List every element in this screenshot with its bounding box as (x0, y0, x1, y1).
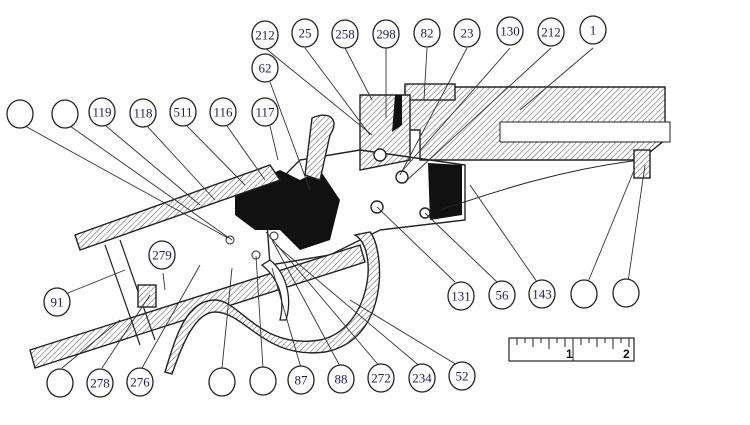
svg-text:118: 118 (133, 106, 152, 121)
trigger-guard-lever (164, 231, 381, 375)
svg-text:56: 56 (496, 288, 510, 303)
callouts: 212 25 258 298 82 23 130 212 1 62 119 11… (6, 15, 640, 398)
hammer-section (235, 170, 340, 250)
callout-276: 276 (126, 367, 154, 397)
upper-tang (74, 164, 282, 251)
svg-text:1: 1 (590, 23, 597, 38)
scale-ruler: 1 2 (508, 337, 635, 362)
svg-text:23: 23 (461, 26, 474, 41)
leader-lines (24, 47, 646, 369)
callout-blank (612, 278, 640, 308)
callout-511: 511 (169, 97, 197, 127)
callout-234: 234 (408, 363, 436, 393)
pin (269, 231, 279, 241)
svg-text:130: 130 (500, 24, 520, 39)
svg-text:25: 25 (299, 26, 312, 41)
callout-119: 119 (88, 97, 116, 127)
svg-text:511: 511 (173, 105, 192, 120)
svg-text:87: 87 (295, 373, 309, 388)
svg-text:272: 272 (371, 371, 391, 386)
svg-text:278: 278 (90, 376, 110, 391)
pin (373, 148, 387, 162)
callout-23: 23 (453, 18, 481, 48)
svg-text:298: 298 (376, 27, 396, 42)
callout-1: 1 (579, 15, 607, 45)
callout-143: 143 (528, 279, 556, 309)
callout-116: 116 (209, 97, 237, 127)
spring-rod (439, 159, 641, 211)
svg-text:91: 91 (51, 295, 64, 310)
callout-298: 298 (372, 19, 400, 49)
barrel-bore (499, 121, 671, 143)
firing-pin (392, 95, 402, 132)
svg-text:131: 131 (451, 289, 471, 304)
svg-text:82: 82 (421, 26, 434, 41)
callout-279: 279 (148, 240, 176, 270)
callout-blank (51, 99, 79, 129)
svg-text:279: 279 (152, 248, 172, 263)
svg-text:62: 62 (259, 61, 272, 76)
svg-text:212: 212 (255, 28, 275, 43)
callout-258: 258 (331, 19, 359, 49)
svg-text:143: 143 (532, 287, 552, 302)
ruler-label-1: 1 (566, 347, 573, 361)
callout-blank (6, 99, 34, 129)
rear-sight-screw (633, 149, 651, 179)
svg-text:234: 234 (412, 371, 432, 386)
callout-212: 212 (251, 20, 279, 50)
callout-blank (208, 367, 236, 397)
frame-outline (264, 149, 466, 266)
callout-82: 82 (413, 18, 441, 48)
hammer-spur (304, 114, 335, 181)
barrel-collar (404, 83, 456, 101)
svg-text:116: 116 (213, 105, 233, 120)
callout-278: 278 (86, 368, 114, 398)
rifle-drawing (29, 83, 671, 375)
callout-56: 56 (488, 280, 516, 310)
callout-52: 52 (448, 361, 476, 391)
callout-blank (570, 279, 598, 309)
svg-text:119: 119 (92, 105, 111, 120)
callout-25: 25 (291, 18, 319, 48)
callout-118: 118 (129, 98, 157, 128)
callout-130: 130 (496, 16, 524, 46)
callout-272: 272 (367, 363, 395, 393)
callout-62: 62 (251, 53, 279, 83)
frame-black-section (428, 163, 462, 220)
callout-131: 131 (447, 281, 475, 311)
svg-text:258: 258 (335, 27, 355, 42)
callout-blank (46, 368, 74, 398)
callout-87: 87 (287, 365, 315, 395)
svg-text:52: 52 (456, 369, 469, 384)
callout-212: 212 (537, 17, 565, 47)
svg-text:276: 276 (130, 375, 150, 390)
callout-117: 117 (251, 97, 279, 127)
callout-blank (249, 366, 277, 396)
svg-text:212: 212 (541, 25, 561, 40)
callout-88: 88 (327, 364, 355, 394)
threaded-bushing (137, 284, 157, 308)
svg-text:88: 88 (335, 372, 348, 387)
callout-91: 91 (43, 287, 71, 317)
svg-text:117: 117 (255, 105, 275, 120)
ruler-label-2: 2 (623, 347, 630, 361)
